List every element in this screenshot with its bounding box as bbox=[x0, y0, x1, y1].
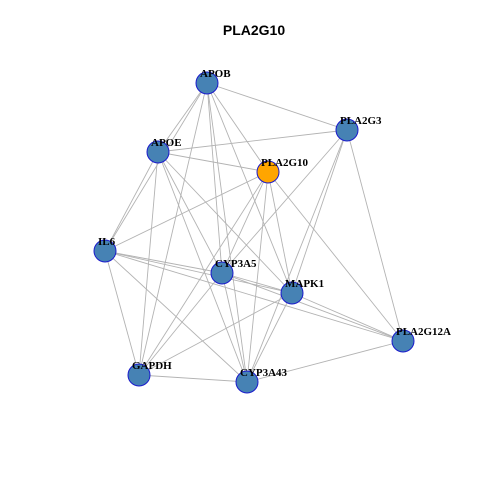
edge-il6-cyp3a5 bbox=[104, 250, 223, 274]
edge-apob-pla2g10 bbox=[206, 82, 269, 173]
node-pla2g12a[interactable] bbox=[391, 329, 415, 353]
edge-pla2g3-cyp3a43 bbox=[246, 129, 348, 383]
edge-cyp3a5-cyp3a43 bbox=[221, 272, 248, 383]
node-label-apoe: APOE bbox=[151, 137, 182, 149]
edge-cyp3a5-pla2g12a bbox=[221, 272, 404, 342]
edge-apoe-gapdh bbox=[138, 151, 159, 376]
edge-mapk1-gapdh bbox=[138, 292, 293, 376]
node-apob[interactable] bbox=[195, 71, 219, 95]
edge-apoe-il6 bbox=[104, 151, 159, 252]
edge-il6-mapk1 bbox=[104, 250, 293, 294]
edge-gapdh-cyp3a43 bbox=[138, 374, 248, 383]
node-label-pla2g3: PLA2G3 bbox=[340, 115, 382, 127]
edge-il6-cyp3a43 bbox=[104, 250, 248, 383]
node-cyp3a5[interactable] bbox=[210, 261, 234, 285]
edge-apoe-mapk1 bbox=[157, 151, 293, 294]
edge-apob-apoe bbox=[157, 82, 208, 153]
edge-apoe-cyp3a43 bbox=[157, 151, 248, 383]
diagram-title: PLA2G10 bbox=[223, 22, 285, 38]
edge-mapk1-pla2g12a bbox=[291, 292, 404, 342]
edge-cyp3a5-mapk1 bbox=[221, 272, 293, 294]
node-cyp3a43[interactable] bbox=[235, 370, 259, 394]
edge-apob-mapk1 bbox=[206, 82, 293, 294]
node-label-pla2g12a: PLA2G12A bbox=[396, 326, 451, 338]
node-label-cyp3a5: CYP3A5 bbox=[215, 258, 257, 270]
edge-apoe-pla2g10 bbox=[157, 151, 269, 173]
node-label-cyp3a43: CYP3A43 bbox=[240, 367, 288, 379]
node-mapk1[interactable] bbox=[280, 281, 304, 305]
edge-cyp3a43-pla2g12a bbox=[246, 340, 404, 383]
edge-apob-pla2g3 bbox=[206, 82, 348, 131]
node-pla2g3[interactable] bbox=[335, 118, 359, 142]
edge-apob-il6 bbox=[104, 82, 208, 252]
edge-il6-pla2g12a bbox=[104, 250, 404, 342]
node-label-il6: IL6 bbox=[98, 236, 116, 248]
node-label-mapk1: MAPK1 bbox=[285, 278, 324, 290]
edge-apoe-cyp3a5 bbox=[157, 151, 223, 274]
edge-pla2g10-il6 bbox=[104, 171, 269, 252]
node-label-apob: APOB bbox=[200, 68, 231, 80]
edge-apob-gapdh bbox=[138, 82, 208, 376]
node-label-pla2g10: PLA2G10 bbox=[261, 157, 309, 169]
edge-mapk1-cyp3a43 bbox=[246, 292, 293, 383]
edge-pla2g3-cyp3a5 bbox=[221, 129, 348, 274]
edge-il6-gapdh bbox=[104, 250, 140, 376]
node-il6[interactable] bbox=[93, 239, 117, 263]
edge-cyp3a5-gapdh bbox=[138, 272, 223, 376]
edge-pla2g10-cyp3a43 bbox=[246, 171, 269, 383]
node-apoe[interactable] bbox=[146, 140, 170, 164]
edge-apob-cyp3a43 bbox=[206, 82, 248, 383]
node-layer bbox=[93, 71, 415, 394]
edge-pla2g10-cyp3a5 bbox=[221, 171, 269, 274]
node-label-gapdh: GAPDH bbox=[132, 360, 172, 372]
edge-pla2g3-pla2g12a bbox=[346, 129, 404, 342]
edge-pla2g10-pla2g12a bbox=[267, 171, 404, 342]
edge-pla2g3-apoe bbox=[157, 129, 348, 153]
edge-layer bbox=[104, 82, 404, 383]
node-gapdh[interactable] bbox=[127, 363, 151, 387]
edge-apob-cyp3a5 bbox=[206, 82, 223, 274]
edge-pla2g10-mapk1 bbox=[267, 171, 293, 294]
edge-pla2g3-mapk1 bbox=[291, 129, 348, 294]
node-pla2g10[interactable] bbox=[256, 160, 280, 184]
